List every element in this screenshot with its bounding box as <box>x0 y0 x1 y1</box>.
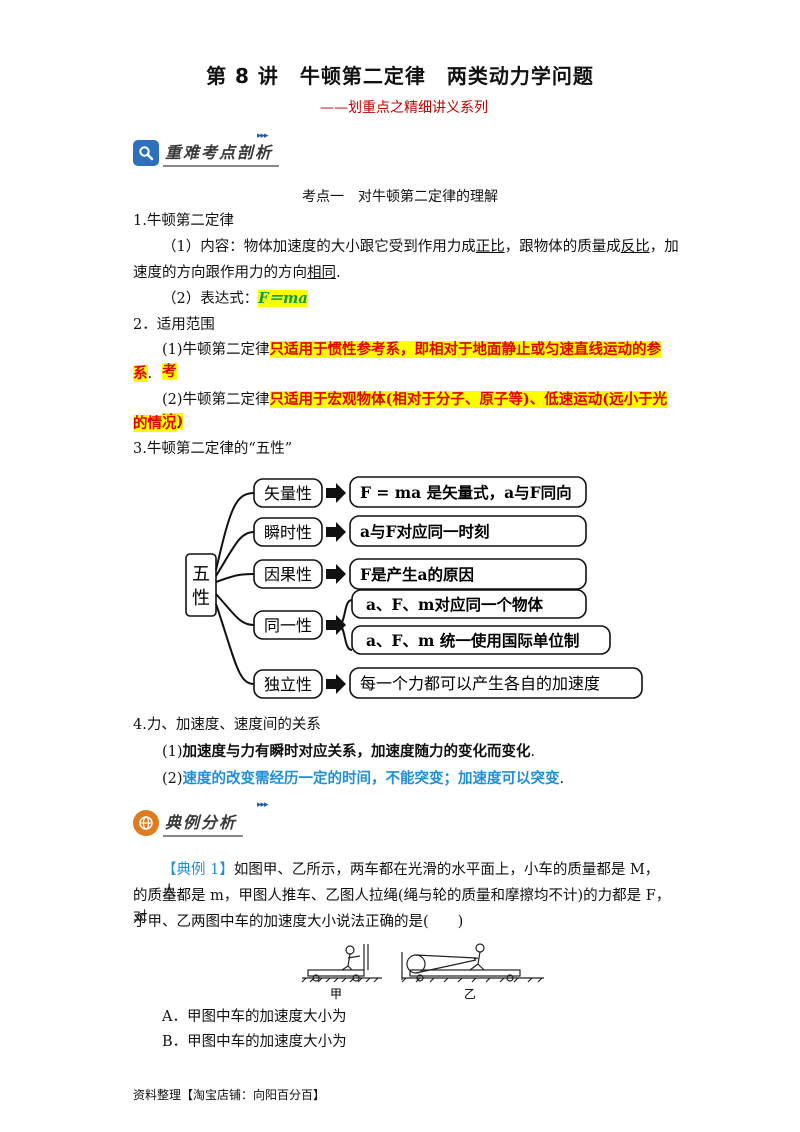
center-label-2: 性 <box>192 588 210 609</box>
svg-text:F = ma 是矢量式，a与F同向: F = ma 是矢量式，a与F同向 <box>360 483 572 502</box>
search-icon <box>133 140 159 166</box>
scope-item-2-line1: (2)牛顿第二定律只适用于宏观物体(相对于分子、原子等)、低速运动(远小于光速) <box>162 391 668 430</box>
relation-item-2: (2)速度的改变需经历一定的时间，不能突变；加速度可以突变. <box>162 770 565 787</box>
section-badge-label: 典例分析 <box>163 809 244 837</box>
footer-text: 资料整理【淘宝店铺：向阳百分百】 <box>133 1088 326 1102</box>
scope-item-1-line2: 系. <box>133 365 153 382</box>
svg-text:瞬时性: 瞬时性 <box>264 523 312 542</box>
property-box-identity: 同一性 <box>253 610 323 640</box>
property-box-independence: 独立性 <box>253 669 323 699</box>
example-line3: 于甲、乙两图中车的加速度大小说法正确的是( ) <box>133 914 464 930</box>
description-box-instant: a与F对应同一时刻 <box>349 515 587 547</box>
section-badge-key-points: 重难考点剖析 <box>133 138 280 168</box>
relation-item-1: (1)加速度与力有瞬时对应关系，加速度随力的变化而变化. <box>162 743 536 760</box>
description-box-causal: F是产生a的原因 <box>349 558 587 590</box>
svg-text:a、F、m 统一使用国际单位制: a、F、m 统一使用国际单位制 <box>366 631 579 650</box>
page-subtitle: ——划重点之精细讲义系列 <box>320 100 488 116</box>
scope-item-1-line1: (1)牛顿第二定律只适用于惯性参考系，即相对于地面静止或匀速直线运动的参考 <box>162 341 662 380</box>
arrows-decoration: ▸▸▸ <box>257 131 269 141</box>
law-heading: 1.牛顿第二定律 <box>133 213 234 229</box>
option-b: B．甲图中车的加速度大小为 <box>162 1034 347 1050</box>
formula-f-ma: F＝ma <box>258 290 308 307</box>
example-figure: 甲 乙 <box>301 943 544 1001</box>
svg-text:每一个力都可以产生各自的加速度: 每一个力都可以产生各自的加速度 <box>360 674 600 693</box>
figure-b-pulling <box>401 943 544 983</box>
law-content-line1: （1）内容：物体加速度的大小跟它受到作用力成正比，跟物体的质量成反比，加 <box>162 239 679 255</box>
globe-icon <box>133 810 159 836</box>
law-content-line2: 速度的方向跟作用力的方向相同. <box>133 265 341 281</box>
section-badge-label: 重难考点剖析 <box>163 139 280 167</box>
figure-b-label: 乙 <box>464 987 476 1001</box>
svg-text:a、F、m对应同一个物体: a、F、m对应同一个物体 <box>366 595 543 614</box>
example-line2: 的质量都是 m，甲图人推车、乙图人拉绳(绳与轮的质量和摩擦均不计)的力都是 F，… <box>133 888 671 926</box>
figure-a-pushing <box>301 944 382 983</box>
svg-text:因果性: 因果性 <box>264 565 312 584</box>
branch-lines <box>215 492 255 685</box>
topic-heading: 考点一 对牛顿第二定律的理解 <box>302 189 498 205</box>
svg-text:同一性: 同一性 <box>264 616 312 635</box>
svg-text:F是产生a的原因: F是产生a的原因 <box>360 565 474 584</box>
five-properties-diagram: 五 性 矢量性 瞬时性 因果性 同一性 独立性 F = ma <box>185 476 643 699</box>
center-box <box>185 553 217 617</box>
figure-a-label: 甲 <box>330 987 342 1001</box>
relation-heading: 4.力、加速度、速度间的关系 <box>133 717 321 733</box>
svg-text:矢量性: 矢量性 <box>264 484 312 503</box>
description-box-identity-a: a、F、m对应同一个物体 <box>351 589 587 619</box>
center-label-1: 五 <box>192 564 210 585</box>
description-box-identity-b: a、F、m 统一使用国际单位制 <box>351 625 611 655</box>
scope-item-2-line2: 的情况. <box>133 415 182 432</box>
property-box-causal: 因果性 <box>253 559 323 589</box>
example-line1: 【典例 1】如图甲、乙所示，两车都在光滑的水平面上，小车的质量都是 M，人 <box>162 862 660 900</box>
arrow-icons <box>326 483 346 694</box>
description-box-vector: F = ma 是矢量式，a与F同向 <box>349 476 587 508</box>
five-properties-heading: 3.牛顿第二定律的“五性” <box>133 441 293 457</box>
page-title: 第 8 讲 牛顿第二定律 两类动力学问题 <box>206 64 594 88</box>
description-box-independence: 每一个力都可以产生各自的加速度 <box>349 667 643 699</box>
property-box-vector: 矢量性 <box>253 478 323 508</box>
svg-text:a与F对应同一时刻: a与F对应同一时刻 <box>360 522 490 541</box>
property-box-instant: 瞬时性 <box>253 517 323 547</box>
option-a: A．甲图中车的加速度大小为 <box>162 1009 347 1025</box>
scope-heading: 2．适用范围 <box>133 317 215 333</box>
brace-icon <box>338 599 353 651</box>
section-badge-examples: 典例分析 <box>133 808 244 838</box>
arrows-decoration: ▸▸▸ <box>257 800 269 810</box>
law-expression: （2）表达式：F＝ma <box>162 290 308 307</box>
svg-text:独立性: 独立性 <box>264 675 312 694</box>
